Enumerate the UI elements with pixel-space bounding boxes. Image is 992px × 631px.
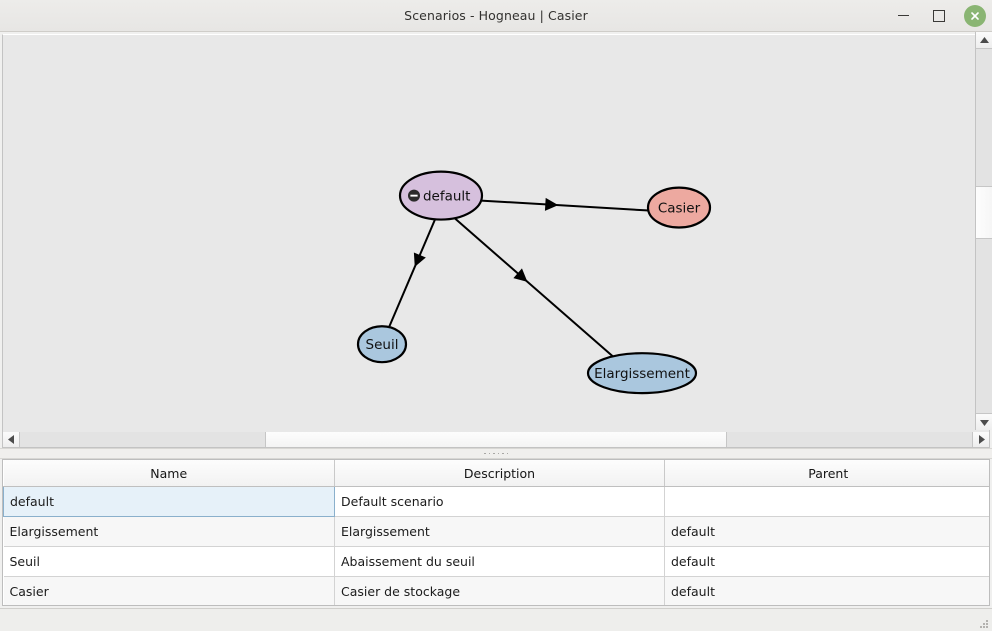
graph-edge-arrowhead — [544, 197, 559, 211]
scroll-up-arrow[interactable] — [976, 32, 992, 49]
status-bar — [0, 608, 992, 631]
scroll-left-arrow[interactable] — [3, 432, 20, 447]
graph-node-label: Elargissement — [594, 366, 690, 382]
scroll-right-arrow[interactable] — [972, 432, 989, 447]
minus-circle-icon[interactable] — [408, 189, 420, 202]
cell-parent[interactable]: default — [664, 546, 989, 577]
scroll-down-arrow[interactable] — [976, 413, 992, 430]
graph-vscroll-track[interactable] — [976, 49, 992, 413]
maximize-icon — [933, 9, 945, 22]
graph-node-Seuil[interactable]: Seuil — [356, 325, 408, 364]
graph-edge[interactable] — [388, 219, 436, 328]
cell-parent[interactable] — [664, 486, 989, 517]
graph-edge[interactable] — [480, 197, 650, 212]
graph-edge[interactable] — [454, 217, 617, 360]
graph-node-Elargissement[interactable]: Elargissement — [586, 352, 698, 395]
graph-edge-arrowhead — [513, 268, 528, 282]
close-icon — [964, 4, 986, 27]
cell-name[interactable]: default — [3, 486, 335, 517]
cell-name[interactable]: Seuil — [3, 546, 335, 577]
minimize-button[interactable] — [892, 5, 914, 27]
cell-description[interactable]: Casier de stockage — [334, 576, 665, 605]
graph-node-label: Casier — [658, 201, 701, 217]
column-header-parent[interactable]: Parent — [664, 460, 989, 487]
cell-name[interactable]: Elargissement — [3, 516, 335, 547]
cell-name[interactable]: Casier — [3, 576, 335, 605]
cell-parent[interactable]: default — [664, 516, 989, 547]
cell-description[interactable]: Abaissement du seuil — [334, 546, 665, 577]
graph-node-label: default — [423, 189, 470, 205]
graph-edge-arrowhead — [413, 252, 426, 267]
graph-horizontal-scrollbar[interactable] — [2, 432, 990, 448]
graph-node-default[interactable]: default — [398, 170, 484, 221]
graph-node-label: Seuil — [366, 337, 399, 353]
graph-node-Casier[interactable]: Casier — [646, 186, 712, 229]
resize-grip-icon[interactable] — [979, 619, 989, 629]
splitter-grip-icon — [484, 452, 508, 455]
cell-parent[interactable]: default — [664, 576, 989, 605]
cell-description[interactable]: Elargissement — [334, 516, 665, 547]
graph-hscroll-track[interactable] — [20, 432, 972, 447]
window-controls — [892, 0, 986, 31]
maximize-button[interactable] — [928, 5, 950, 27]
close-button[interactable] — [964, 4, 986, 27]
cell-description[interactable]: Default scenario — [334, 486, 665, 517]
table-header-row: Name Description Parent — [3, 460, 989, 487]
column-header-name[interactable]: Name — [3, 460, 335, 487]
title-bar: Scenarios - Hogneau | Casier — [0, 0, 992, 32]
graph-vscroll-thumb[interactable] — [976, 186, 992, 239]
pane-splitter[interactable] — [0, 448, 992, 459]
window-title: Scenarios - Hogneau | Casier — [404, 8, 588, 23]
graph-hscroll-thumb[interactable] — [265, 432, 727, 447]
minimize-icon — [897, 15, 909, 16]
graph-vertical-scrollbar[interactable] — [975, 32, 992, 430]
column-header-description[interactable]: Description — [334, 460, 665, 487]
